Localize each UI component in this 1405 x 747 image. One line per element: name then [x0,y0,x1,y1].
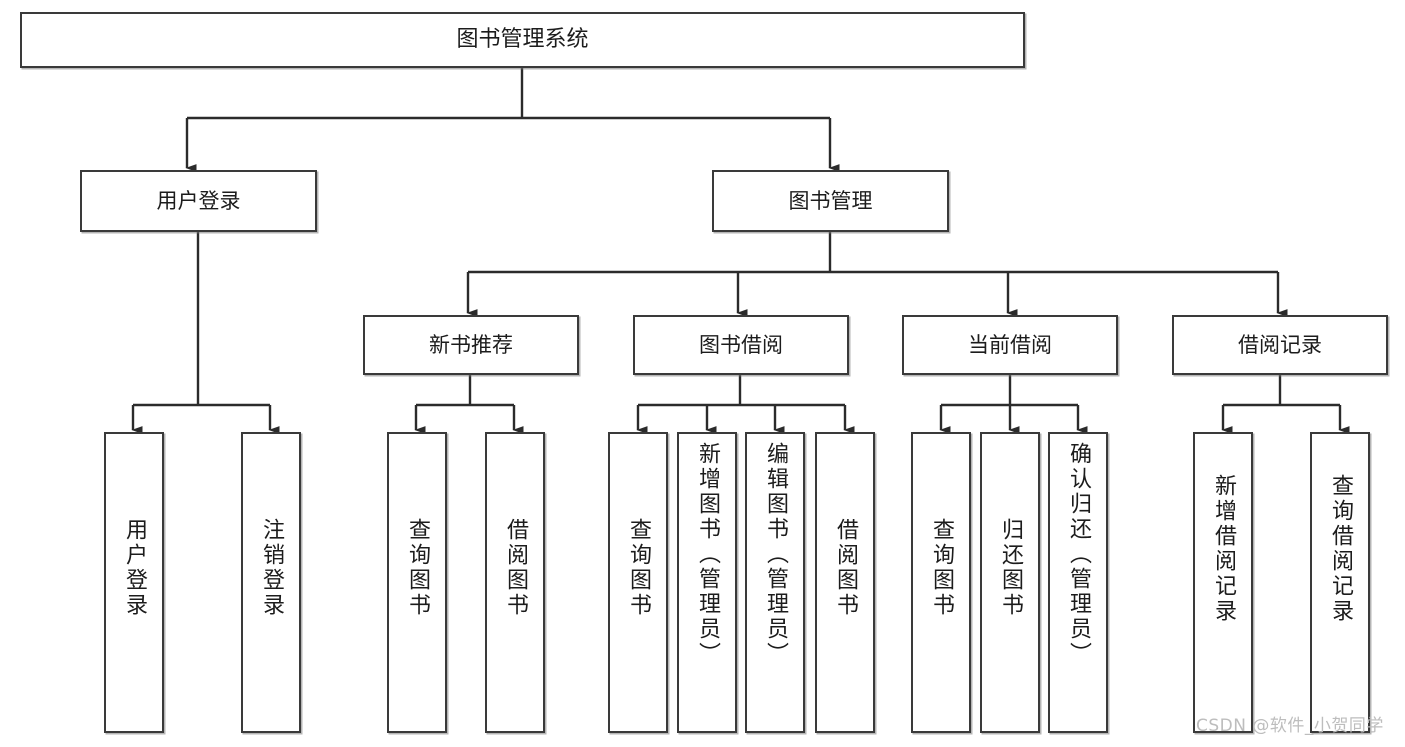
node-root-label: 图书管理系统 [456,27,589,53]
leaf-current-borrow-query[interactable]: 查询图书 [911,432,971,733]
watermark: CSDN @软件_小贺同学 [1196,716,1384,736]
leaf-new-book-query[interactable]: 查询图书 [387,432,447,733]
leaf-new-book-query-label: 查询图书 [405,518,430,618]
node-borrow-record[interactable]: 借阅记录 [1172,315,1388,375]
node-book-management-label: 图书管理 [788,188,873,213]
node-book-management[interactable]: 图书管理 [712,170,949,232]
leaf-borrow-record-query[interactable]: 查询借阅记录 [1310,432,1370,733]
leaf-new-book-borrow[interactable]: 借阅图书 [485,432,545,733]
leaf-current-borrow-confirm[interactable]: 确认归还（管理员） [1048,432,1108,733]
leaf-book-borrow-add[interactable]: 新增图书（管理员） [677,432,737,733]
leaf-book-borrow-query-label: 查询图书 [626,518,651,618]
leaf-book-borrow-add-label: 新增图书（管理员） [695,442,720,667]
node-new-book-recommend[interactable]: 新书推荐 [363,315,579,375]
leaf-current-borrow-query-label: 查询图书 [929,518,954,618]
leaf-user-login-login-label: 用户登录 [122,518,147,618]
leaf-user-login-logout-label: 注销登录 [259,518,284,618]
leaf-book-borrow-edit[interactable]: 编辑图书（管理员） [745,432,805,733]
node-user-login[interactable]: 用户登录 [80,170,317,232]
node-root[interactable]: 图书管理系统 [20,12,1025,68]
leaf-book-borrow-edit-label: 编辑图书（管理员） [763,442,788,667]
node-book-borrow-label: 图书借阅 [699,332,783,357]
leaf-borrow-record-add-label: 新增借阅记录 [1211,474,1236,624]
leaf-current-borrow-confirm-label: 确认归还（管理员） [1066,442,1091,667]
node-borrow-record-label: 借阅记录 [1238,332,1322,357]
node-current-borrow[interactable]: 当前借阅 [902,315,1118,375]
leaf-book-borrow-borrow[interactable]: 借阅图书 [815,432,875,733]
leaf-current-borrow-return-label: 归还图书 [998,518,1023,618]
leaf-new-book-borrow-label: 借阅图书 [503,518,528,618]
leaf-user-login-logout[interactable]: 注销登录 [241,432,301,733]
leaf-borrow-record-query-label: 查询借阅记录 [1328,474,1353,624]
leaf-user-login-login[interactable]: 用户登录 [104,432,164,733]
node-user-login-label: 用户登录 [156,188,241,213]
node-current-borrow-label: 当前借阅 [968,332,1052,357]
leaf-borrow-record-add[interactable]: 新增借阅记录 [1193,432,1253,733]
leaf-book-borrow-borrow-label: 借阅图书 [833,518,858,618]
node-book-borrow[interactable]: 图书借阅 [633,315,849,375]
node-new-book-recommend-label: 新书推荐 [429,332,513,357]
leaf-current-borrow-return[interactable]: 归还图书 [980,432,1040,733]
leaf-book-borrow-query[interactable]: 查询图书 [608,432,668,733]
